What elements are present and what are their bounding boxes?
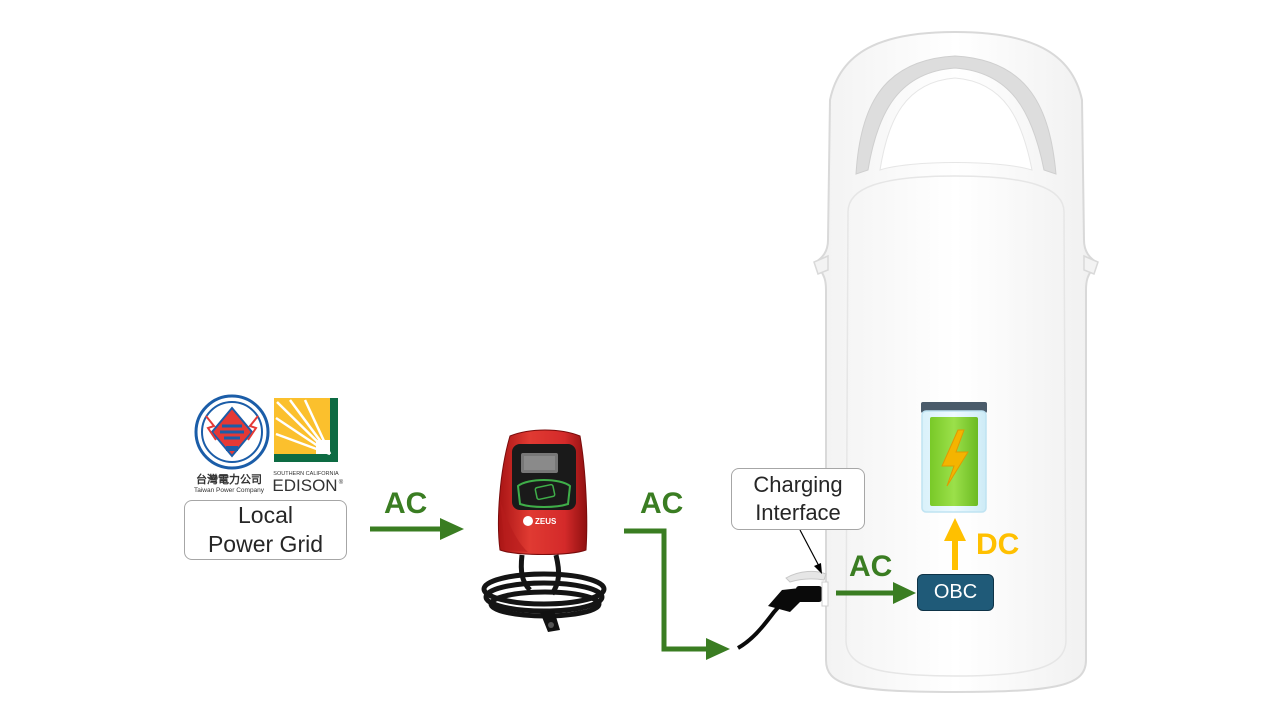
lightning-bolt-icon: [941, 429, 969, 487]
interface-label-line1: Charging: [753, 472, 843, 497]
battery-icon: [921, 402, 987, 513]
ac-arrow-charger-to-plug: [624, 528, 730, 660]
interface-pointer: [799, 529, 822, 574]
ac-label-inlet-to-obc: AC: [849, 550, 893, 583]
grid-label-line1: Local: [238, 502, 293, 528]
interface-label-line2: Interface: [755, 500, 841, 525]
dc-arrow-obc-to-battery: [944, 518, 966, 570]
local-power-grid-label: Local Power Grid: [184, 500, 347, 560]
dc-label-obc-to-battery: DC: [976, 528, 1020, 561]
charger-rfid-area: [516, 479, 572, 508]
charger-cable-coil: [481, 554, 607, 619]
ac-arrow-inlet-to-obc: [836, 582, 916, 604]
vehicle-inlet: [821, 581, 829, 607]
ac-label-charger-to-plug: AC: [640, 487, 684, 520]
charging-plug: [736, 570, 829, 650]
charger-connector: [540, 610, 560, 632]
car-front-glass: [879, 77, 1033, 171]
charging-interface-label: Charging Interface: [731, 468, 865, 530]
edison-name: EDISON: [272, 476, 337, 495]
edison-registered-mark: ®: [339, 479, 344, 486]
ac-arrow-grid-to-charger: [370, 518, 464, 540]
inlet-flap: [785, 570, 827, 583]
plug-cable: [736, 592, 792, 650]
taipower-chinese-name: 台灣電力公司: [196, 472, 262, 486]
ev-charger: ZEUS: [481, 429, 607, 632]
ac-label-grid-to-charger: AC: [384, 487, 428, 520]
charger-brand: ZEUS: [535, 517, 557, 526]
car-windshield: [855, 55, 1057, 175]
car-mirror-left: [813, 254, 829, 275]
car-mirror-right: [1083, 254, 1099, 275]
edison-logo: SOUTHERN CALIFORNIA EDISON ®: [272, 398, 344, 495]
obc-box: OBC: [917, 574, 994, 611]
taipower-english-name: Taiwan Power Company: [194, 487, 265, 494]
car-top-view: [813, 30, 1099, 694]
grid-label-line2: Power Grid: [207, 531, 324, 557]
plug-head: [796, 586, 822, 602]
taiwan-power-logo: 台灣電力公司 Taiwan Power Company: [194, 394, 270, 494]
edison-top-text: SOUTHERN CALIFORNIA: [273, 471, 339, 477]
